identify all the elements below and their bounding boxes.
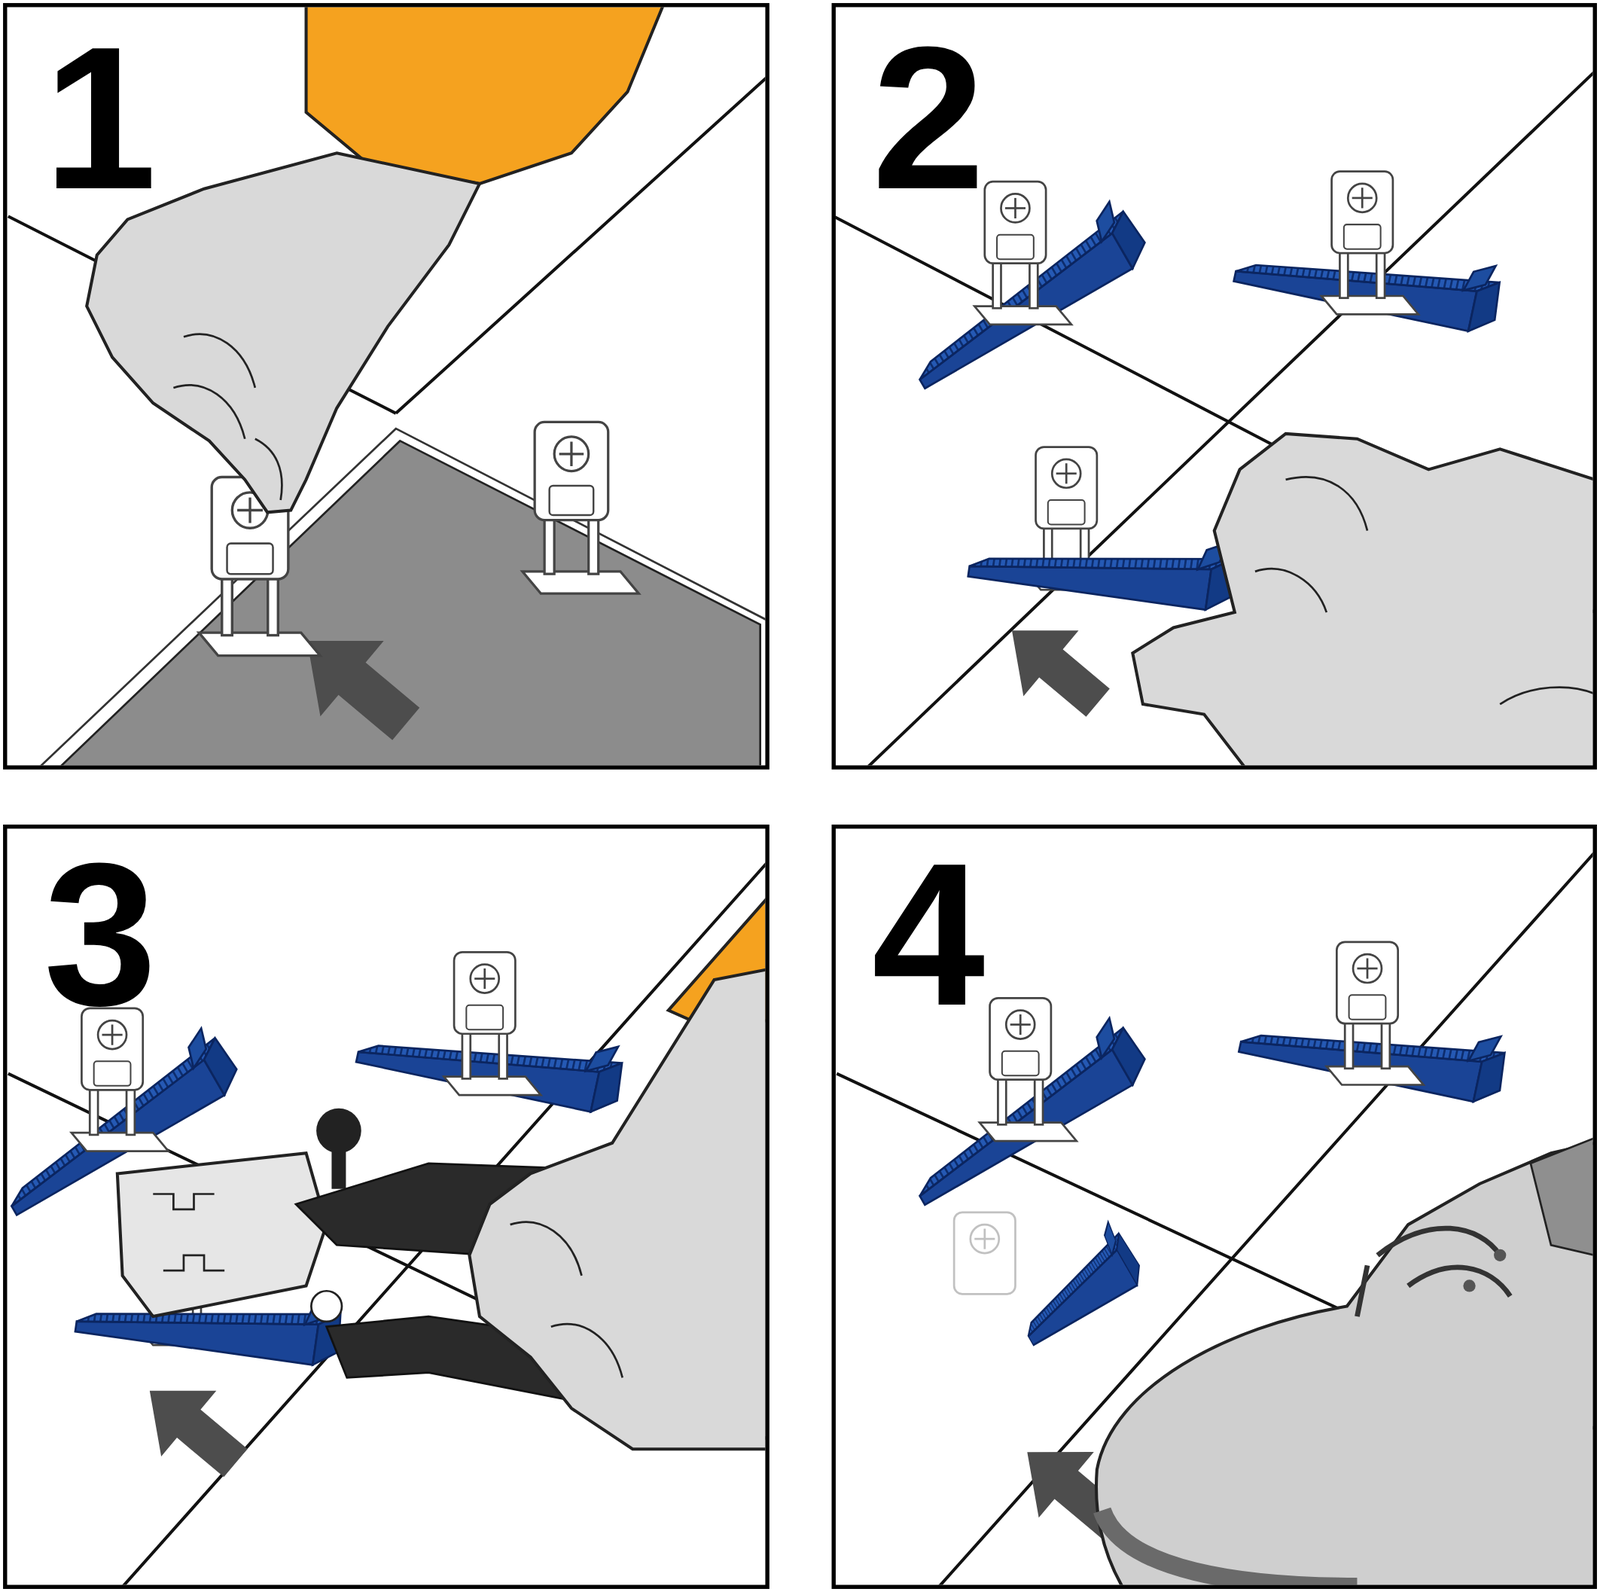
leveling-clip (1326, 941, 1424, 1085)
direction-arrow (984, 597, 1125, 736)
leveling-clip (522, 421, 639, 594)
panel-frame (5, 826, 768, 1588)
leveling-clip (974, 181, 1072, 325)
boot (1096, 1137, 1593, 1585)
leveling-clip (979, 997, 1077, 1141)
loose-wedge (998, 1219, 1147, 1345)
glove-detail (510, 1222, 623, 1378)
leveling-clip (198, 477, 320, 656)
tile-edge (30, 428, 766, 765)
glove (1132, 433, 1593, 765)
leveling-clip (1321, 171, 1419, 315)
glove-detail (173, 334, 282, 500)
panel-one-art (8, 6, 766, 765)
step-number: 1 (43, 16, 157, 220)
panel-frame (833, 5, 1595, 768)
broken-clip (953, 1212, 1015, 1294)
glove (469, 969, 765, 1449)
wedge (968, 507, 1239, 613)
tile-joint (938, 852, 1594, 1585)
panel-frame (833, 826, 1595, 1588)
direction-arrow (121, 1357, 263, 1496)
glove-detail (1255, 476, 1594, 704)
direction-arrow (275, 603, 438, 762)
step-number: 3 (43, 832, 157, 1037)
leveling-clip (444, 951, 542, 1095)
step-number: 4 (871, 832, 985, 1037)
new-tile (51, 440, 761, 765)
panel-frame (5, 5, 768, 768)
step-number: 2 (871, 16, 985, 220)
